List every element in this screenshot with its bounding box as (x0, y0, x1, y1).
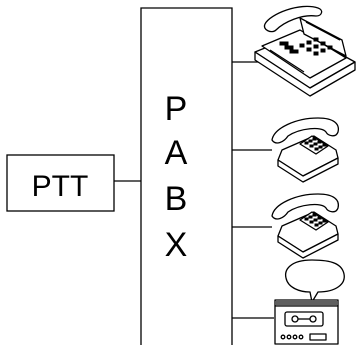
pabx-box (140, 7, 233, 345)
ptt-label: PTT (32, 170, 89, 203)
pabx-letter-a: A (165, 134, 188, 172)
ptt-box (6, 154, 115, 212)
fax-machine-icon (254, 5, 356, 97)
pabx-node: P A B X (140, 7, 233, 345)
speech-bubble-icon (284, 259, 345, 303)
answering-machine-icon (274, 259, 345, 345)
pabx-letter-p: P (165, 90, 188, 128)
pabx-letter-x: X (165, 226, 188, 264)
pabx-letter-b: B (165, 180, 188, 218)
telephone-icon-1 (271, 117, 340, 183)
ptt-node: PTT (6, 154, 115, 212)
telephone-icon-2 (271, 193, 340, 259)
